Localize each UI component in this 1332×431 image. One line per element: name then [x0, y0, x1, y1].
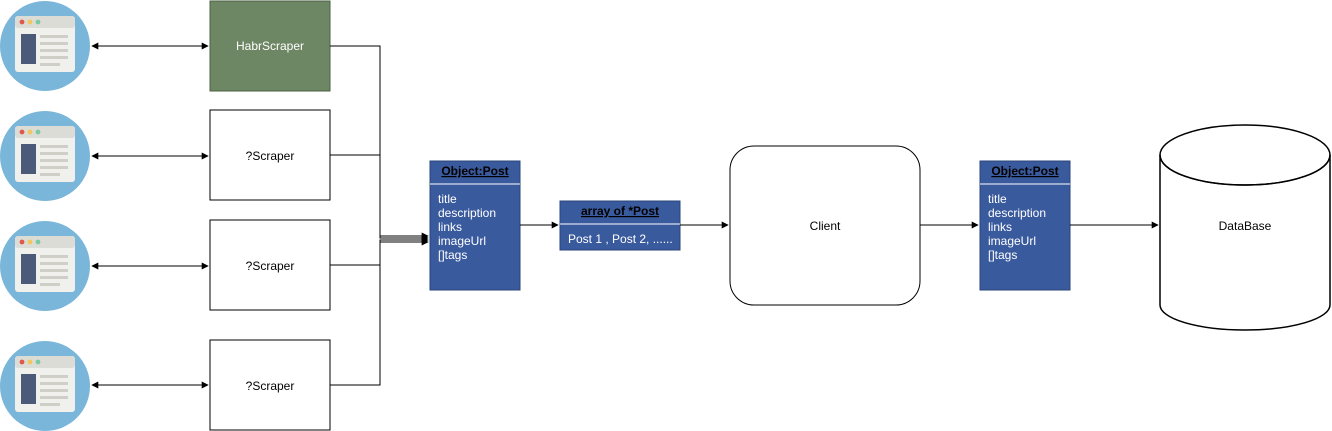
- database-label: DataBase: [1219, 219, 1272, 233]
- website-icon: [0, 111, 90, 201]
- scraper-label: ?Scraper: [246, 149, 295, 163]
- database-node[interactable]: DataBase: [1159, 124, 1331, 331]
- scraper-output-connector: [330, 154, 429, 242]
- object-post-field: description: [438, 206, 496, 220]
- client-node[interactable]: Client: [729, 145, 921, 306]
- client-label: Client: [810, 219, 841, 233]
- scraper-label: ?Scraper: [246, 379, 295, 393]
- website-icon: [0, 341, 90, 431]
- object-post-title: Object:Post: [991, 164, 1058, 178]
- website-icon: [0, 1, 90, 91]
- object-post-field: links: [438, 220, 462, 234]
- object-post-field: imageUrl: [988, 234, 1036, 248]
- scraper-node[interactable]: ?Scraper: [209, 339, 331, 431]
- scraper-node[interactable]: ?Scraper: [209, 109, 331, 201]
- array-post-node[interactable]: array of *Post Post 1 , Post 2, ......: [559, 200, 681, 251]
- array-post-title: array of *Post: [581, 204, 659, 218]
- object-post-field: title: [988, 192, 1007, 206]
- object-post-field: description: [988, 206, 1046, 220]
- object-post-title: Object:Post: [441, 164, 508, 178]
- array-post-body: Post 1 , Post 2, ......: [568, 232, 673, 246]
- habr-scraper-node[interactable]: HabrScraper: [209, 0, 331, 92]
- object-post-field: title: [438, 192, 457, 206]
- object-post-node[interactable]: Object:Post title description links imag…: [429, 160, 521, 291]
- scraper-output-connector: [330, 236, 429, 266]
- object-post-field: links: [988, 220, 1012, 234]
- scraper-node[interactable]: ?Scraper: [209, 219, 331, 311]
- habr-scraper-label: HabrScraper: [236, 39, 304, 53]
- object-post-field: imageUrl: [438, 234, 486, 248]
- scraper-output-connector: [330, 238, 429, 386]
- object-post-field: []tags: [438, 248, 467, 262]
- scraper-output-connector: [330, 45, 429, 240]
- object-post-field: []tags: [988, 248, 1017, 262]
- website-icon: [0, 221, 90, 311]
- scraper-label: ?Scraper: [246, 259, 295, 273]
- object-post-node[interactable]: Object:Post title description links imag…: [979, 160, 1071, 291]
